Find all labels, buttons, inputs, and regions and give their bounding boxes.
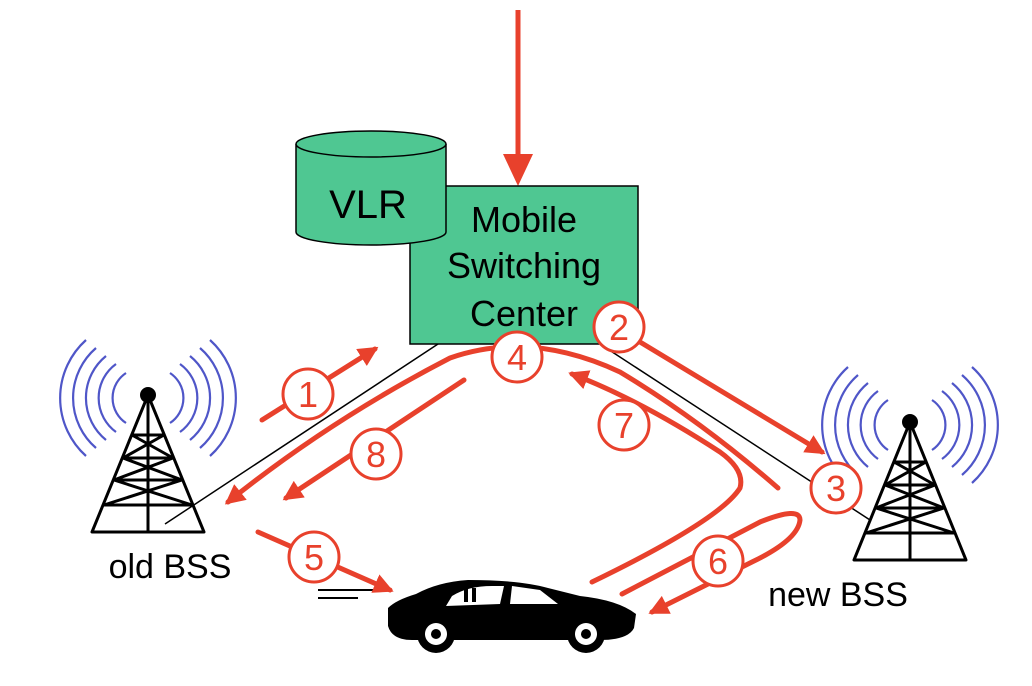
new-bss-label: new BSS <box>768 576 908 614</box>
vlr-label: VLR <box>329 183 407 227</box>
old-bss-tower-icon <box>59 339 237 534</box>
svg-text:5: 5 <box>304 537 324 578</box>
car-icon <box>318 580 636 653</box>
msc-old-bss-link <box>164 343 439 525</box>
step-2-arrow <box>637 339 826 455</box>
svg-text:6: 6 <box>708 541 728 582</box>
svg-text:4: 4 <box>507 337 527 378</box>
step-3-badge: 3 <box>809 461 863 515</box>
step-8-badge: 8 <box>349 427 403 481</box>
old-bss-label: old BSS <box>109 548 232 586</box>
incoming-call-arrow <box>503 10 533 186</box>
vlr-database-icon <box>295 130 447 246</box>
svg-text:7: 7 <box>614 405 634 446</box>
step-6-badge: 6 <box>691 534 745 588</box>
step-5-badge: 5 <box>287 530 341 584</box>
new-bss-tower-icon <box>821 366 999 562</box>
msc-label-line2: Switching <box>447 245 601 286</box>
step-4-badge: 4 <box>490 330 544 384</box>
msc-label-line1: Mobile <box>471 199 577 240</box>
svg-text:3: 3 <box>826 468 846 509</box>
step-2-badge: 2 <box>592 300 646 354</box>
step-1-badge: 1 <box>281 367 335 421</box>
msc-label-line3: Center <box>470 293 578 334</box>
step-7-badge: 7 <box>597 398 651 452</box>
svg-text:2: 2 <box>609 307 629 348</box>
svg-text:1: 1 <box>298 374 318 415</box>
svg-text:8: 8 <box>366 434 386 475</box>
